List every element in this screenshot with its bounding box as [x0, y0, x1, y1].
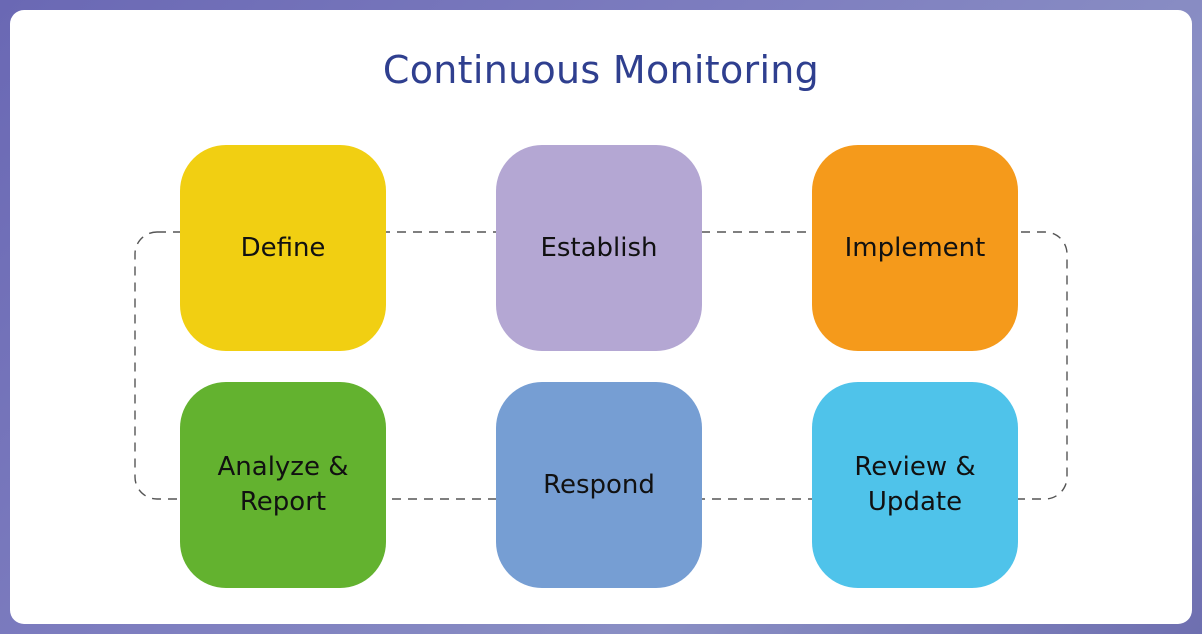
step-define-label: Define — [240, 232, 326, 263]
step-review-update-label: Review & Update — [854, 452, 976, 517]
step-implement: Implement — [812, 145, 1018, 351]
step-analyze-report-label: Analyze & Report — [217, 452, 349, 517]
step-analyze-report: Analyze & Report — [180, 382, 386, 588]
diagram-title: Continuous Monitoring — [382, 48, 820, 92]
step-review-update: Review & Update — [812, 382, 1018, 588]
step-implement-label: Implement — [844, 232, 986, 263]
step-establish: Establish — [496, 145, 702, 351]
step-respond: Respond — [496, 382, 702, 588]
diagram-card: Continuous Monitoring Define Establish I… — [10, 10, 1192, 624]
step-establish-label: Establish — [540, 232, 658, 263]
step-respond-label: Respond — [543, 469, 655, 500]
step-define: Define — [180, 145, 386, 351]
